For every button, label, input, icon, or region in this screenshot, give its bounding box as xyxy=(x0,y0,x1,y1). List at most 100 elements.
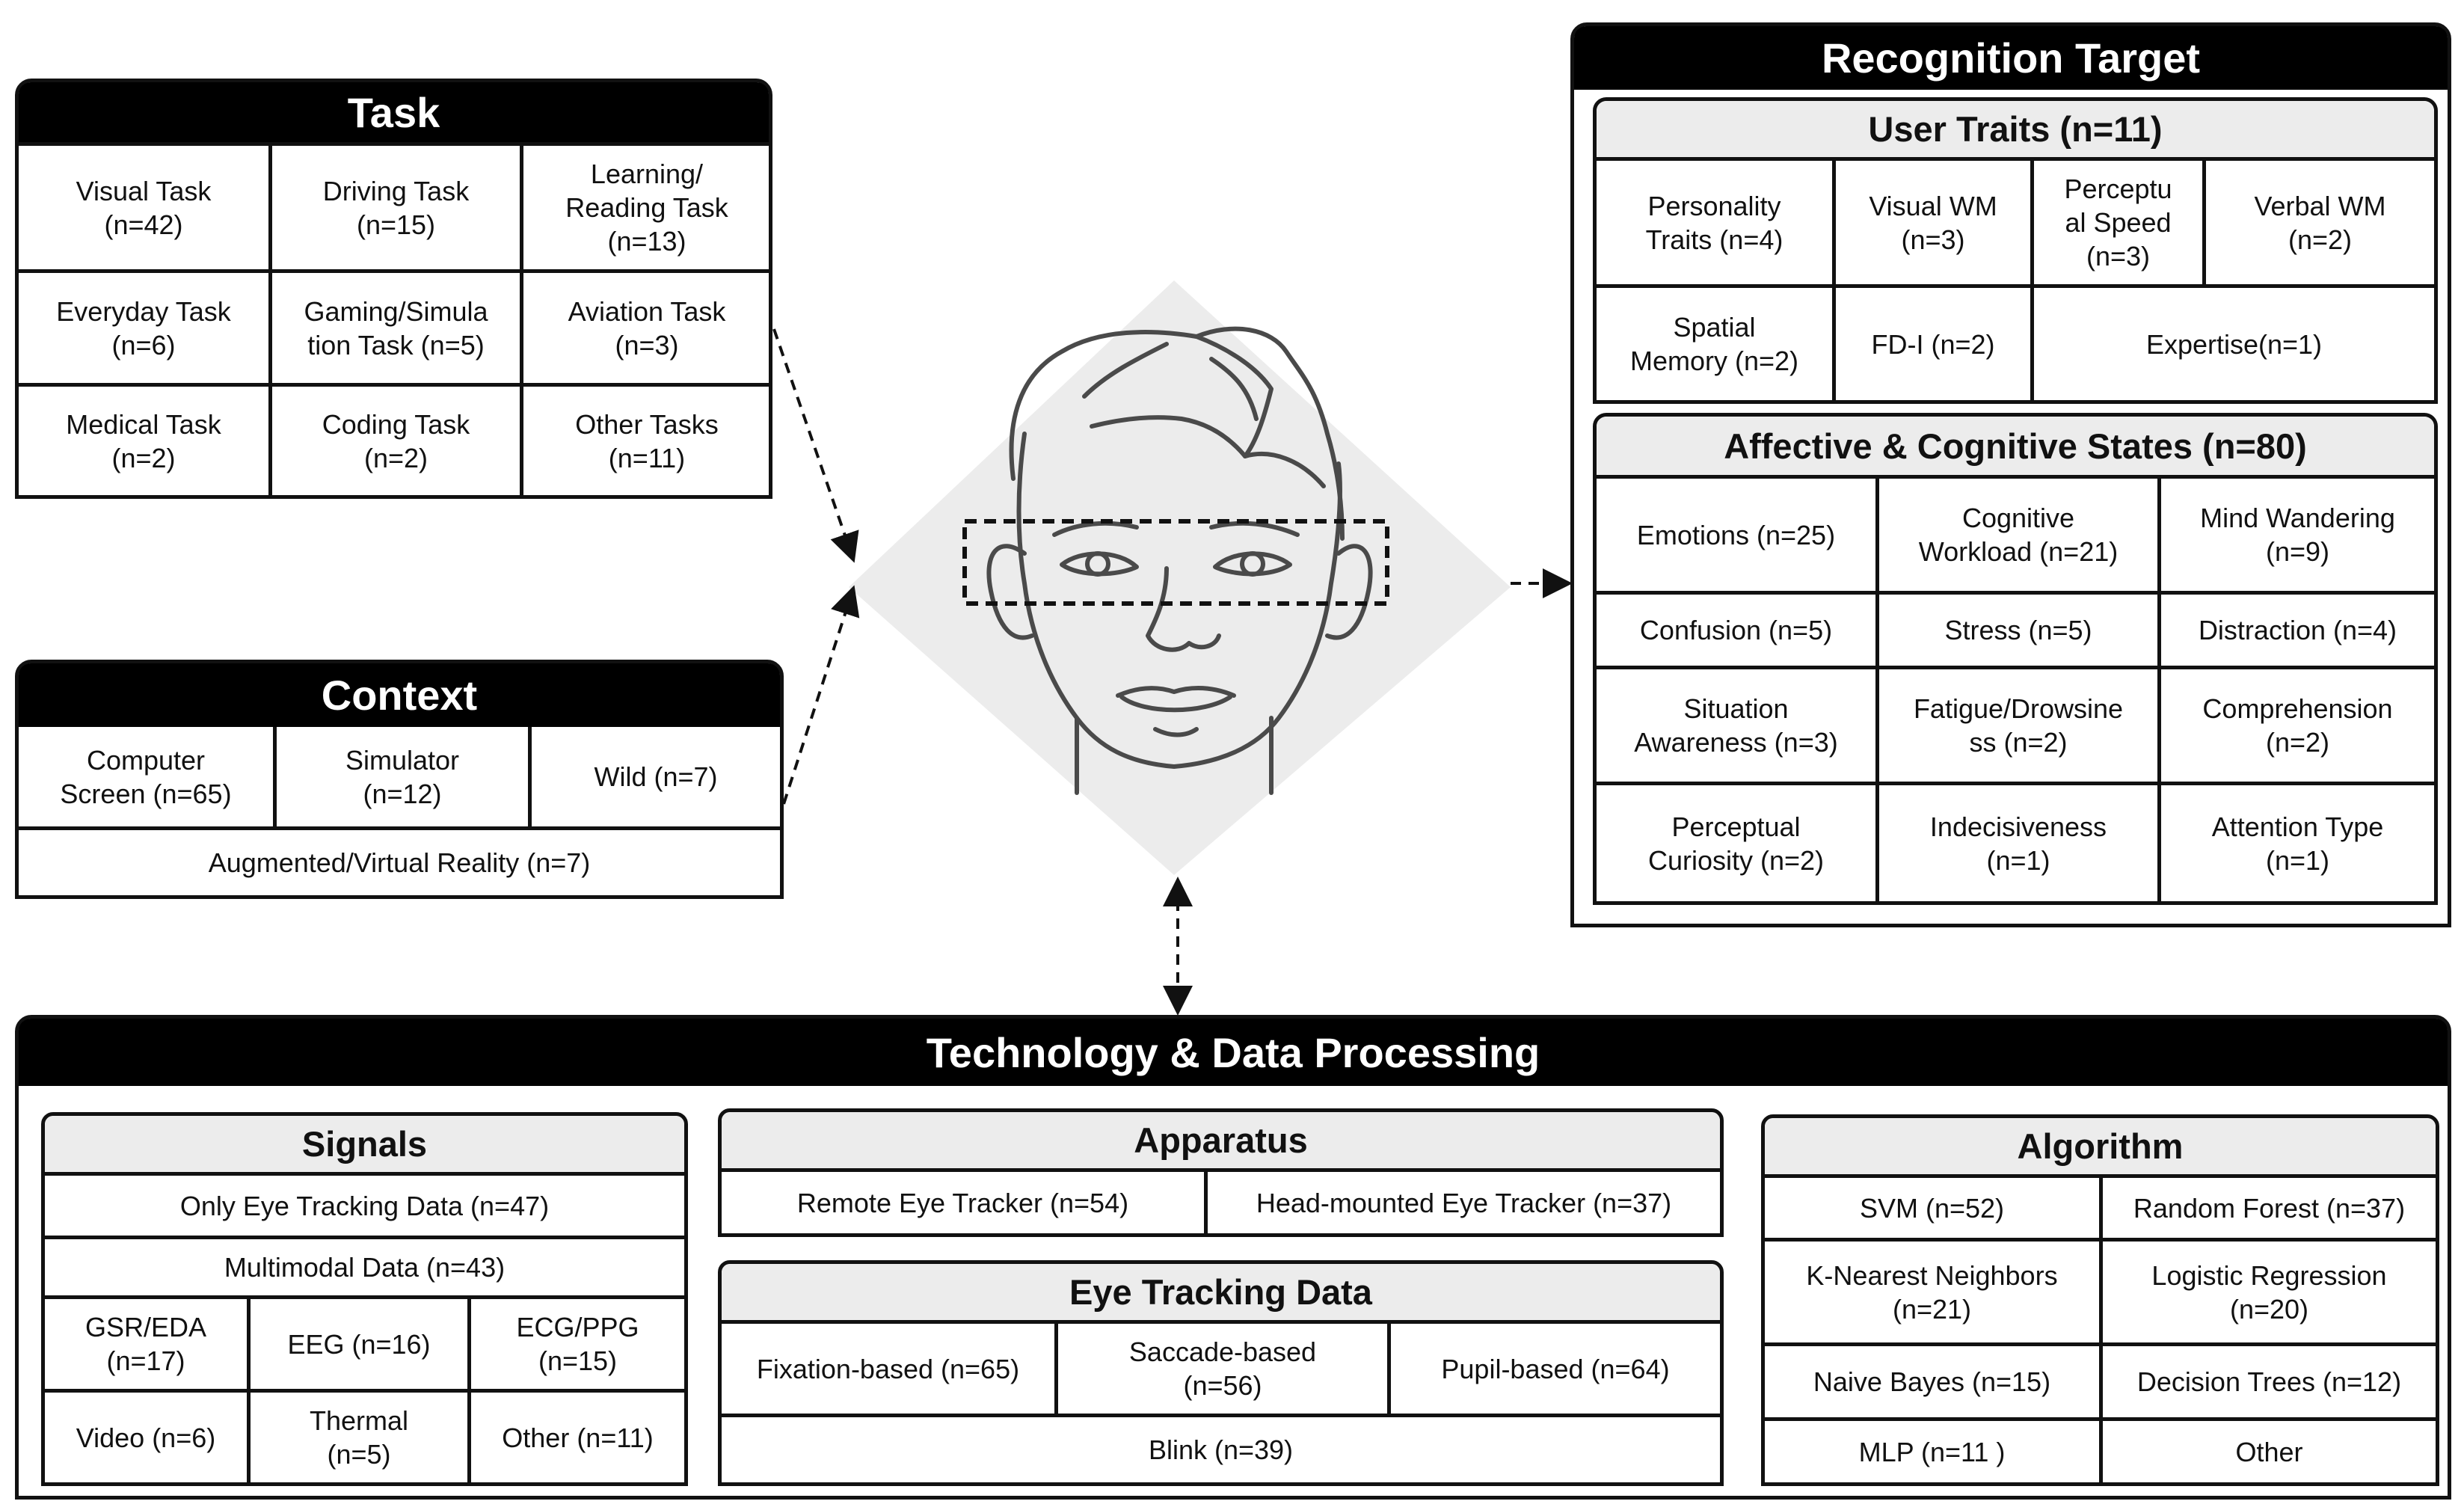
algorithm-title: Algorithm xyxy=(1765,1118,2436,1178)
eye-data-cell: Fixation-based (n=65) xyxy=(756,1353,1020,1384)
algorithm-box: Algorithm SVM (n=52) Random Forest (n=37… xyxy=(1761,1114,2439,1486)
signal-cell: Other (n=11) xyxy=(502,1422,654,1453)
state-cell: Mind Wandering (n=9) xyxy=(2200,503,2395,567)
user-trait-cell: Perceptu al Speed (n=3) xyxy=(2064,174,2172,271)
user-trait-cell: Visual WM (n=3) xyxy=(1869,190,1997,255)
state-cell: Distraction (n=4) xyxy=(2198,615,2397,645)
user-trait-cell: Expertise(n=1) xyxy=(2145,328,2323,360)
state-cell: Confusion (n=5) xyxy=(1639,615,1833,645)
algorithm-cell: Logistic Regression (n=20) xyxy=(2151,1259,2387,1325)
eye-tracking-data-title: Eye Tracking Data xyxy=(722,1264,1720,1324)
divider xyxy=(19,269,769,273)
task-cell: Aviation Task (n=3) xyxy=(568,295,726,360)
algorithm-cell: Decision Trees (n=12) xyxy=(2136,1366,2402,1397)
task-cell: Everyday Task (n=6) xyxy=(56,295,231,360)
eye-data-cell: Pupil-based (n=64) xyxy=(1441,1353,1670,1384)
algorithm-cell: SVM (n=52) xyxy=(1859,1192,2005,1224)
state-cell: Fatigue/Drowsine ss (n=2) xyxy=(1913,693,2124,758)
user-traits-box: User Traits (n=11) Personality Traits (n… xyxy=(1593,97,2438,404)
task-title: Task xyxy=(19,82,769,142)
context-panel: Context Computer Screen (n=65) Simulator… xyxy=(15,660,784,899)
state-cell: Stress (n=5) xyxy=(1944,615,2092,645)
task-cell: Visual Task (n=42) xyxy=(76,175,212,240)
divider xyxy=(722,1414,1720,1417)
signals-title: Signals xyxy=(45,1116,684,1176)
state-cell: Attention Type (n=1) xyxy=(2211,811,2384,876)
divider xyxy=(1054,1324,1058,1414)
technology-panel: Technology & Data Processing Signals Onl… xyxy=(15,1015,2451,1500)
apparatus-cell: Head-mounted Eye Tracker (n=37) xyxy=(1256,1187,1672,1218)
context-cell: Wild (n=7) xyxy=(594,761,718,792)
divider xyxy=(1387,1324,1391,1414)
signal-cell: EEG (n=16) xyxy=(287,1328,431,1360)
signal-cell: Video (n=6) xyxy=(76,1422,216,1453)
divider xyxy=(1597,284,2434,288)
divider xyxy=(1875,479,1879,901)
state-cell: Indecisiveness (n=1) xyxy=(1929,811,2107,876)
divider xyxy=(2157,479,2161,901)
task-cell: Driving Task (n=15) xyxy=(322,175,470,240)
divider xyxy=(268,142,272,495)
divider xyxy=(1597,782,2434,785)
task-cell: Medical Task (n=2) xyxy=(66,408,221,473)
multimodal-cell: Multimodal Data (n=43) xyxy=(224,1252,506,1283)
user-trait-cell: Verbal WM (n=2) xyxy=(2254,190,2386,255)
user-traits-title: User Traits (n=11) xyxy=(1597,101,2434,161)
user-trait-cell: Personality Traits (n=4) xyxy=(1645,190,1784,255)
affective-cognitive-states-title: Affective & Cognitive States (n=80) xyxy=(1597,417,2434,479)
signals-box: Signals Only Eye Tracking Data (n=47) Mu… xyxy=(41,1112,688,1486)
state-cell: Situation Awareness (n=3) xyxy=(1634,693,1838,758)
divider xyxy=(1204,1172,1208,1233)
apparatus-title: Apparatus xyxy=(722,1112,1720,1172)
divider xyxy=(45,1236,684,1239)
task-cell: Coding Task (n=2) xyxy=(322,408,470,473)
apparatus-cell: Remote Eye Tracker (n=54) xyxy=(796,1187,1129,1218)
user-trait-cell: Spatial Memory (n=2) xyxy=(1629,312,1799,376)
task-cell: Other Tasks (n=11) xyxy=(575,408,719,473)
affective-cognitive-states-box: Affective & Cognitive States (n=80) Emot… xyxy=(1593,413,2438,905)
recognition-target-title: Recognition Target xyxy=(1574,26,2448,90)
face-backdrop-diamond xyxy=(849,280,1511,875)
algorithm-cell: Other xyxy=(2235,1436,2303,1467)
divider xyxy=(2202,161,2206,284)
divider xyxy=(1597,591,2434,595)
divider xyxy=(2030,161,2034,400)
task-cell: Gaming/Simula tion Task (n=5) xyxy=(304,295,488,360)
divider xyxy=(1832,161,1836,400)
divider xyxy=(45,1295,684,1299)
apparatus-box: Apparatus Remote Eye Tracker (n=54) Head… xyxy=(718,1108,1724,1237)
task-to-face-arrow xyxy=(772,328,859,563)
algorithm-cell: Naive Bayes (n=15) xyxy=(1813,1366,2051,1397)
state-cell: Emotions (n=25) xyxy=(1636,519,1836,550)
algorithm-cell: MLP (n=11 ) xyxy=(1858,1436,2006,1467)
divider xyxy=(19,142,769,146)
divider xyxy=(45,1389,684,1393)
signal-cell: Thermal (n=5) xyxy=(309,1405,409,1470)
blink-cell: Blink (n=39) xyxy=(1148,1434,1294,1465)
user-trait-cell: FD-I (n=2) xyxy=(1871,328,1995,360)
signal-cell: GSR/EDA (n=17) xyxy=(85,1312,207,1376)
algorithm-cell: Random Forest (n=37) xyxy=(2133,1192,2406,1224)
recognition-target-panel: Recognition Target User Traits (n=11) Pe… xyxy=(1570,22,2451,927)
state-cell: Cognitive Workload (n=21) xyxy=(1918,503,2119,567)
state-cell: Comprehension (n=2) xyxy=(2202,693,2393,758)
context-title: Context xyxy=(19,663,780,727)
eye-data-cell: Saccade-based (n=56) xyxy=(1128,1336,1317,1401)
technology-title: Technology & Data Processing xyxy=(19,1019,2448,1086)
context-to-face-arrow xyxy=(782,585,860,805)
divider xyxy=(273,727,277,826)
algorithm-cell: K-Nearest Neighbors (n=21) xyxy=(1806,1259,2058,1325)
signal-cell: ECG/PPG (n=15) xyxy=(516,1312,639,1376)
face-icon xyxy=(986,326,1373,795)
divider xyxy=(247,1299,251,1482)
only-eye-tracking-cell: Only Eye Tracking Data (n=47) xyxy=(179,1190,550,1221)
divider xyxy=(19,826,780,830)
divider xyxy=(19,383,769,387)
task-cell: Learning/ Reading Task (n=13) xyxy=(565,159,728,257)
context-cell: Computer Screen (n=65) xyxy=(60,744,232,809)
task-panel: Task Visual Task (n=42) Driving Task (n=… xyxy=(15,79,772,499)
state-cell: Perceptual Curiosity (n=2) xyxy=(1647,811,1825,876)
divider xyxy=(520,142,523,495)
context-cell: Simulator (n=12) xyxy=(345,744,460,809)
